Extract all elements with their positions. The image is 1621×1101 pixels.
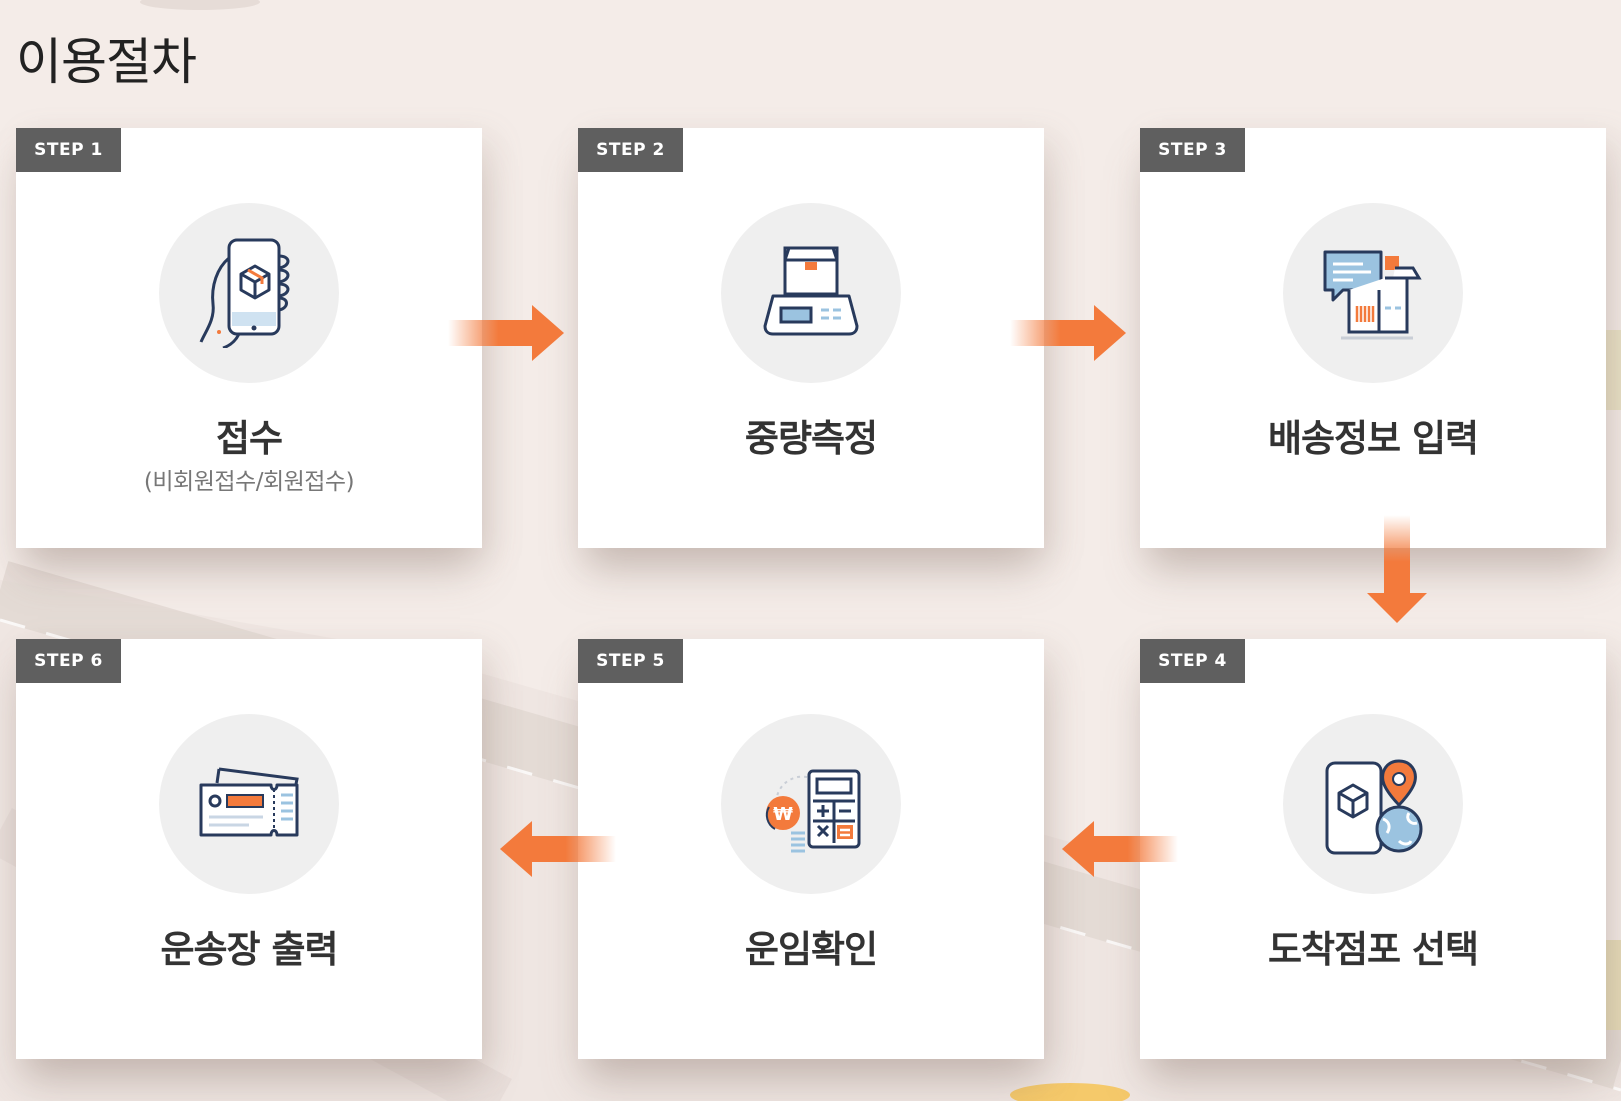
svg-text:₩: ₩	[773, 804, 793, 825]
page-title: 이용절차	[16, 33, 197, 91]
step-badge: STEP 1	[16, 128, 121, 172]
step-card-1: STEP 1 접수 (비회원접수/회원접수)	[16, 128, 482, 548]
fare-calculator-icon: ₩	[765, 769, 861, 853]
icon-circle	[1283, 714, 1463, 894]
waybill-ticket-icon	[199, 767, 299, 837]
step-card-2: STEP 2 중량측정	[578, 128, 1044, 548]
step-badge: STEP 5	[578, 639, 683, 683]
step-card-3: STEP 3 배송정보 입력	[1140, 128, 1606, 548]
step-title: 도착점포 선택	[1267, 928, 1479, 971]
step-title: 운임확인	[744, 928, 878, 971]
shipping-info-icon	[1323, 250, 1422, 340]
icon-circle	[721, 203, 901, 383]
arrow-right-icon	[448, 305, 564, 361]
step-title: 접수	[215, 417, 283, 460]
step-badge: STEP 4	[1140, 639, 1245, 683]
step-badge: STEP 6	[16, 639, 121, 683]
store-location-icon	[1325, 759, 1423, 855]
step-card-6: STEP 6 운송장 출력	[16, 639, 482, 1059]
step-badge: STEP 2	[578, 128, 683, 172]
smartphone-package-icon	[199, 238, 290, 348]
arrow-right-icon	[1010, 305, 1126, 361]
step-card-4: STEP 4 도착점포 선택	[1140, 639, 1606, 1059]
arrow-left-icon	[1062, 821, 1178, 877]
icon-circle: ₩	[721, 714, 901, 894]
step-badge: STEP 3	[1140, 128, 1245, 172]
step-title: 배송정보 입력	[1267, 417, 1479, 460]
icon-circle	[159, 714, 339, 894]
weighing-scale-icon	[763, 246, 859, 336]
step-subtitle: (비회원접수/회원접수)	[143, 469, 355, 495]
step-card-5: STEP 5 ₩ 운임확인	[578, 639, 1044, 1059]
step-title: 운송장 출력	[160, 928, 338, 971]
arrow-left-icon	[500, 821, 616, 877]
step-title: 중량측정	[744, 417, 878, 460]
icon-circle	[1283, 203, 1463, 383]
icon-circle	[159, 203, 339, 383]
arrow-down-icon	[1367, 515, 1427, 623]
